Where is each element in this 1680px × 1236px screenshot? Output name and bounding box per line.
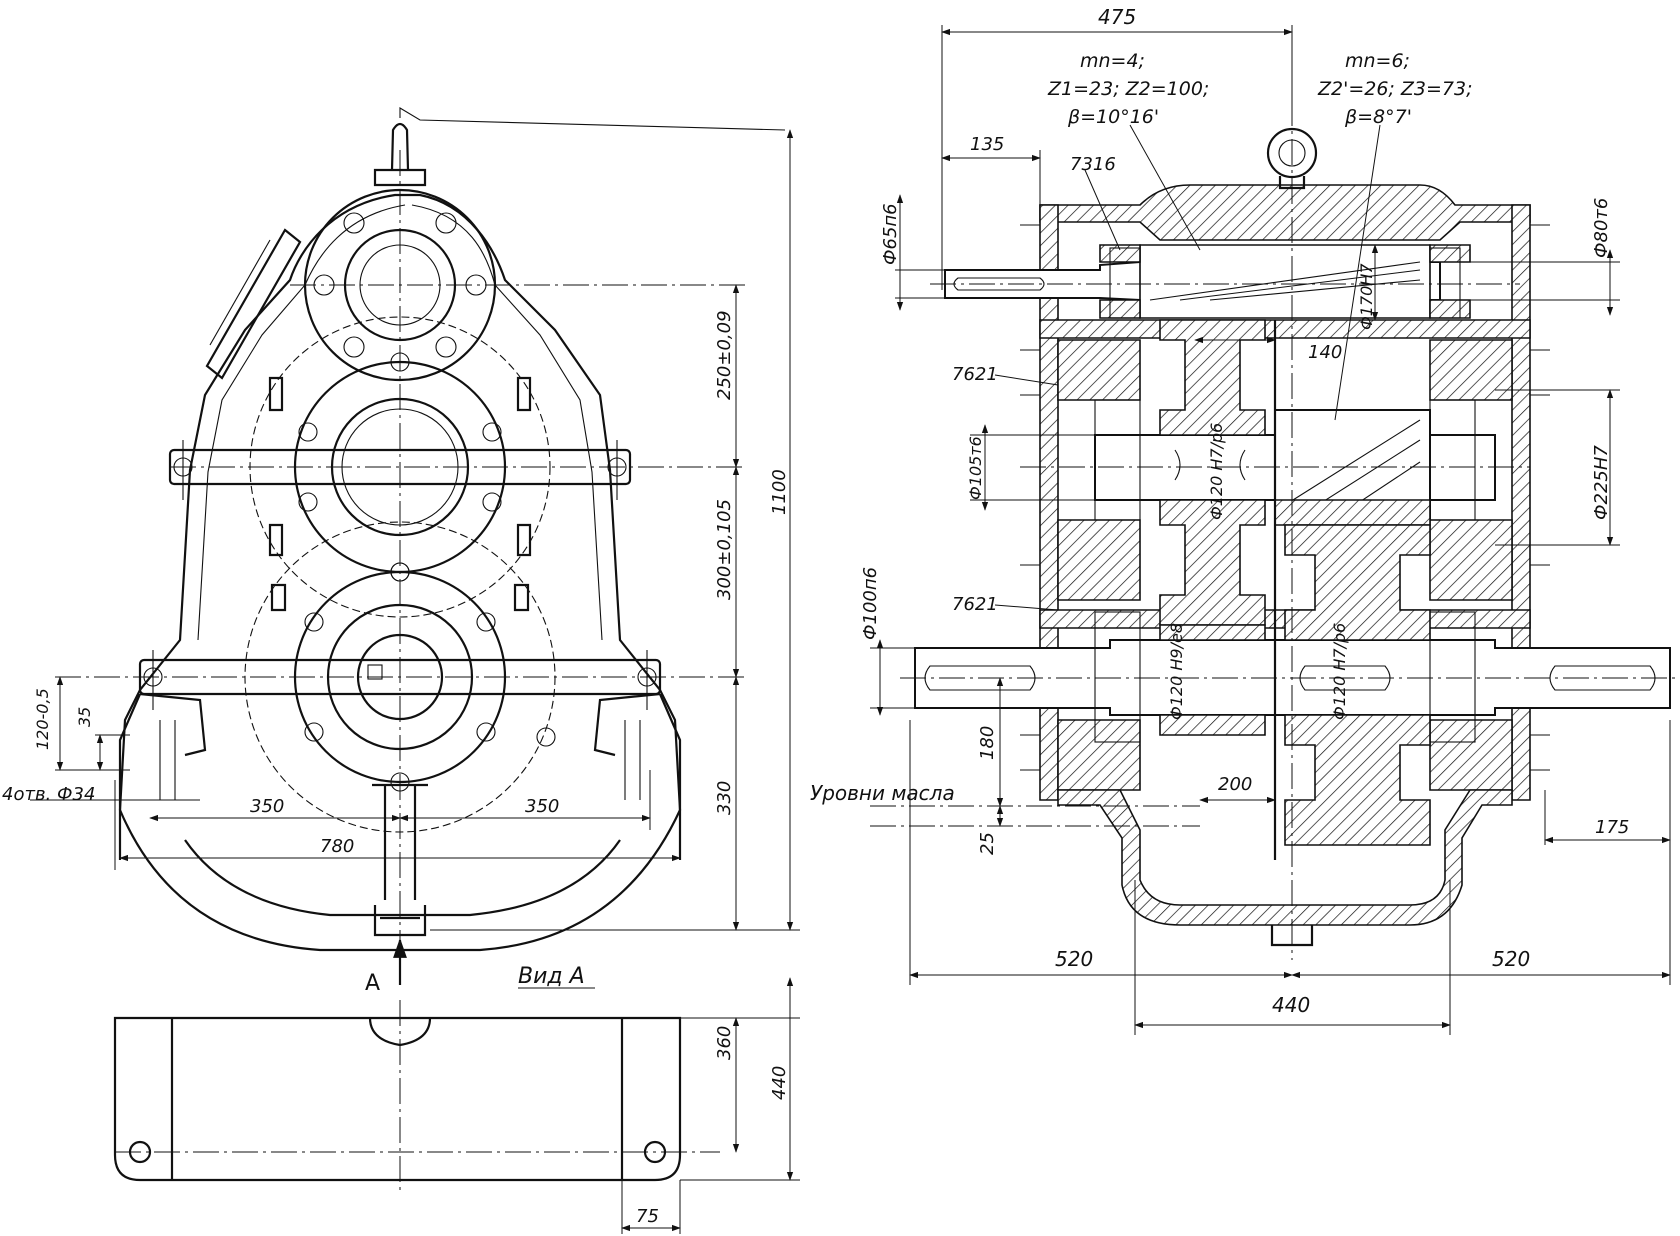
view-a: Вид А 360 440 75 (113, 964, 800, 1234)
dim-1100: 1100 (769, 469, 790, 515)
stage2-module: mn=6; (1345, 50, 1410, 72)
dim-phi120-low-b: Ф120 Н7/р6 (1330, 623, 1349, 720)
lifting-eye (1266, 127, 1318, 179)
left-foot (118, 692, 207, 860)
view-a-arrow-label: A (365, 971, 380, 996)
dim-200: 200 (1218, 774, 1252, 795)
breather (373, 122, 427, 187)
lower-housing (184, 839, 621, 917)
dim-440-left: 440 (769, 1066, 790, 1100)
holes-note: 4отв. Ф34 (2, 784, 95, 805)
stage1-module: mn=4; (1080, 50, 1145, 72)
right-foot (593, 692, 682, 860)
sump (1057, 789, 1513, 926)
right-wall (1511, 204, 1531, 801)
section-bolts (1020, 224, 1550, 771)
stage1-teeth: Z1=23; Z2=100; (1047, 78, 1209, 100)
dim-75: 75 (636, 1206, 659, 1227)
dim-140: 140 (1308, 342, 1342, 363)
view-a-outline (113, 1016, 682, 1182)
dim-phi105: Ф105т6 (966, 436, 985, 500)
gear-stage-2-note: mn=6; Z2'=26; Z3=73; β=8°7' (1317, 50, 1472, 128)
dim-350-right: 350 (525, 796, 559, 817)
dim-phi120-mid: Ф120 Н7/р6 (1207, 423, 1226, 520)
dim-phi100: Ф100п6 (860, 567, 881, 640)
dim-440-right: 440 (1272, 993, 1310, 1017)
bottom-rib (372, 783, 428, 900)
bearing-7621-low: 7621 (952, 594, 998, 615)
oil-level-label: Уровни масла (810, 781, 955, 805)
cover-top (1039, 184, 1531, 241)
dim-520-left: 520 (1055, 947, 1093, 971)
coupling-sleeve (1159, 624, 1266, 641)
dim-175: 175 (1595, 817, 1629, 838)
bearing-7621-top: 7621 (952, 364, 998, 385)
dim-phi170: Ф170Н7 (1357, 263, 1376, 330)
dim-475: 475 (1098, 5, 1136, 29)
front-view: A 250±0,09 300±0,105 330 1100 120-0,5 3 (2, 107, 800, 996)
dim-250: 250±0,09 (714, 310, 735, 400)
dim-360: 360 (714, 1026, 735, 1060)
dim-300: 300±0,105 (714, 499, 735, 600)
dim-780: 780 (320, 836, 354, 857)
dim-180: 180 (977, 726, 998, 760)
stage2-teeth: Z2'=26; Z3=73; (1317, 78, 1472, 100)
dim-phi65: Ф65п6 (880, 203, 901, 265)
dim-330: 330 (714, 781, 735, 815)
dim-phi80: Ф80т6 (1591, 198, 1612, 258)
dim-phi120-low-a: Ф120 Н9/е8 (1167, 623, 1186, 720)
bearings (1094, 247, 1476, 743)
split-line-1 (1039, 319, 1531, 339)
section-view: 475 135 7316 Ф65п6 Ф80т6 Ф170Н7 140 7621… (810, 5, 1675, 1035)
gear-stage-1-note: mn=4; Z1=23; Z2=100; β=10°16' (1047, 50, 1209, 128)
view-a-title: Вид А (518, 964, 585, 989)
dim-phi225: Ф225Н7 (1591, 445, 1612, 520)
stage2-angle: β=8°7' (1344, 106, 1412, 128)
gear-z2 (1159, 319, 1266, 436)
dim-135: 135 (970, 134, 1004, 155)
dim-120: 120-0,5 (33, 688, 52, 750)
dim-350-left: 350 (250, 796, 284, 817)
bearing-7316: 7316 (1070, 154, 1116, 175)
dim-25: 25 (977, 832, 998, 855)
stage1-angle: β=10°16' (1067, 106, 1159, 128)
dim-520-right: 520 (1492, 947, 1530, 971)
gear-z3 (1284, 524, 1431, 641)
gear-z3-lower (1284, 714, 1431, 846)
inspection-cover (205, 228, 302, 380)
dim-35: 35 (75, 707, 94, 727)
